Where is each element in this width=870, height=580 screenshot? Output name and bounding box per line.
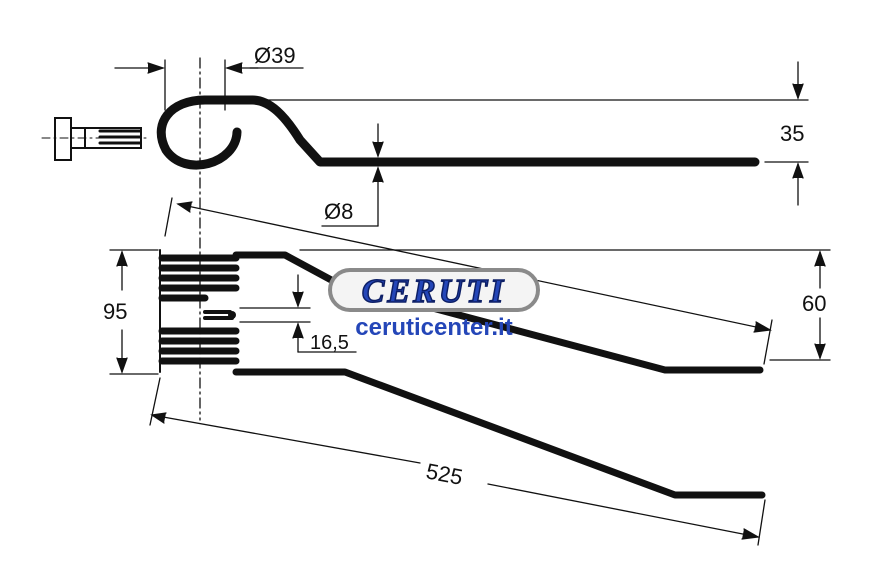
watermark-badge — [328, 268, 540, 312]
bolt-drawing — [41, 117, 151, 161]
offset-16-5-dimension — [228, 274, 357, 353]
watermark-url: ceruticenter.it — [355, 314, 512, 341]
tip-offset-label: 60 — [802, 291, 826, 316]
top-coil — [156, 95, 760, 170]
offset-60-dimension — [299, 249, 831, 361]
front-height-label: 95 — [103, 299, 127, 324]
wire-diameter-label: Ø8 — [324, 199, 353, 224]
height-95-dimension — [109, 249, 159, 375]
coil-diameter-dimension — [114, 57, 304, 421]
coil-diameter-label: Ø39 — [254, 43, 296, 68]
wire-diameter-dimension — [321, 123, 384, 227]
lower-tine — [232, 368, 766, 499]
upper-length-dimension — [164, 197, 773, 365]
side-view — [109, 197, 831, 546]
center-offset-label: 16,5 — [310, 332, 349, 354]
top-view — [41, 57, 809, 421]
watermark-brand: CERUTI — [362, 273, 507, 310]
watermark: CERUTI ceruticenter.it — [328, 268, 540, 341]
total-length-dimension — [149, 377, 766, 546]
height-35-dimension — [249, 61, 809, 206]
top-height-label: 35 — [780, 121, 804, 146]
total-length-label: 525 — [424, 458, 465, 490]
coil-stack — [158, 249, 240, 373]
